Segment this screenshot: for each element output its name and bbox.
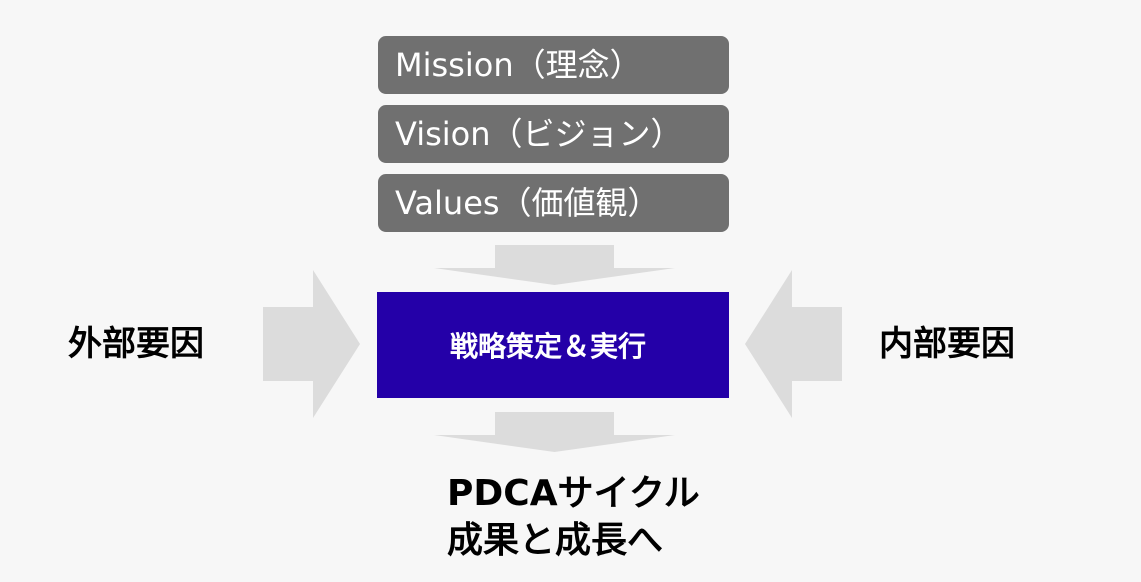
arrow-down-to-strategy-icon [434, 245, 675, 285]
result-line-growth: 成果と成長へ [447, 520, 664, 561]
result-text: PDCAサイクル 成果と成長へ [447, 470, 700, 564]
vision-label: Vision（ビジョン） [395, 115, 683, 153]
external-factors-label: 外部要因 [68, 324, 204, 364]
arrow-down-to-result-icon [434, 412, 675, 452]
values-box: Values（価値観） [378, 174, 729, 232]
mission-label: Mission（理念） [395, 46, 642, 84]
strategy-label: 戦略策定＆実行 [449, 330, 646, 363]
values-label: Values（価値観） [395, 184, 660, 222]
mission-box: Mission（理念） [378, 36, 729, 94]
strategy-box: 戦略策定＆実行 [377, 292, 729, 398]
vision-box: Vision（ビジョン） [378, 105, 729, 163]
arrow-left-internal-icon [745, 270, 842, 418]
arrow-right-external-icon [263, 270, 360, 418]
result-line-pdca: PDCAサイクル [447, 473, 700, 514]
internal-factors-label: 内部要因 [879, 324, 1015, 364]
